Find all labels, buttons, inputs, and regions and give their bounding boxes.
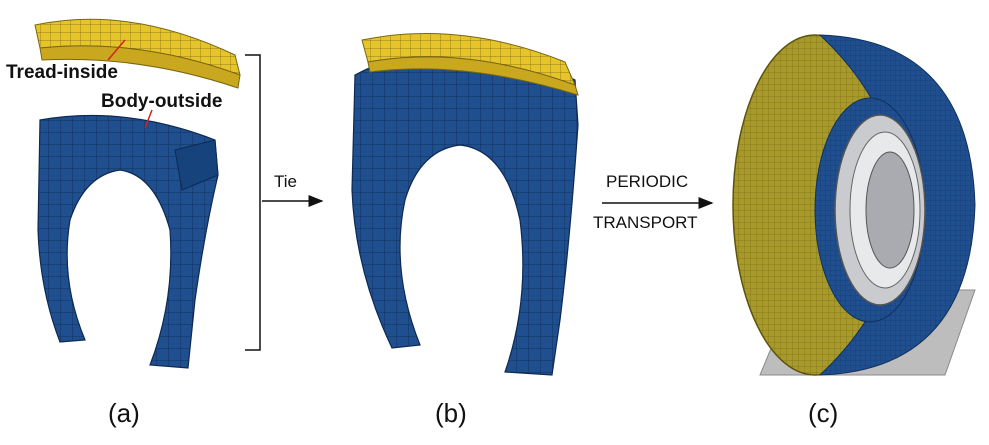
tie-label: Tie xyxy=(274,172,297,191)
panel-label-b: (b) xyxy=(435,398,467,428)
body-outside-leader xyxy=(144,109,153,129)
panel-a-body-mesh xyxy=(37,114,219,369)
periodic-label: PERIODIC xyxy=(606,172,689,191)
panel-a-tread-mesh xyxy=(34,18,241,89)
panel-label-c: (c) xyxy=(808,398,839,428)
tread-inside-label: Tread-inside xyxy=(6,62,118,83)
body-outside-label: Body-outside xyxy=(101,91,223,112)
tread-inside-leader xyxy=(107,39,126,61)
grouping-bracket xyxy=(245,54,261,351)
panel-b-assembled-mesh xyxy=(351,33,579,376)
panel-label-a: (a) xyxy=(108,398,140,428)
panel-c-full-tire xyxy=(732,34,976,376)
transport-label: TRANSPORT xyxy=(593,213,698,232)
